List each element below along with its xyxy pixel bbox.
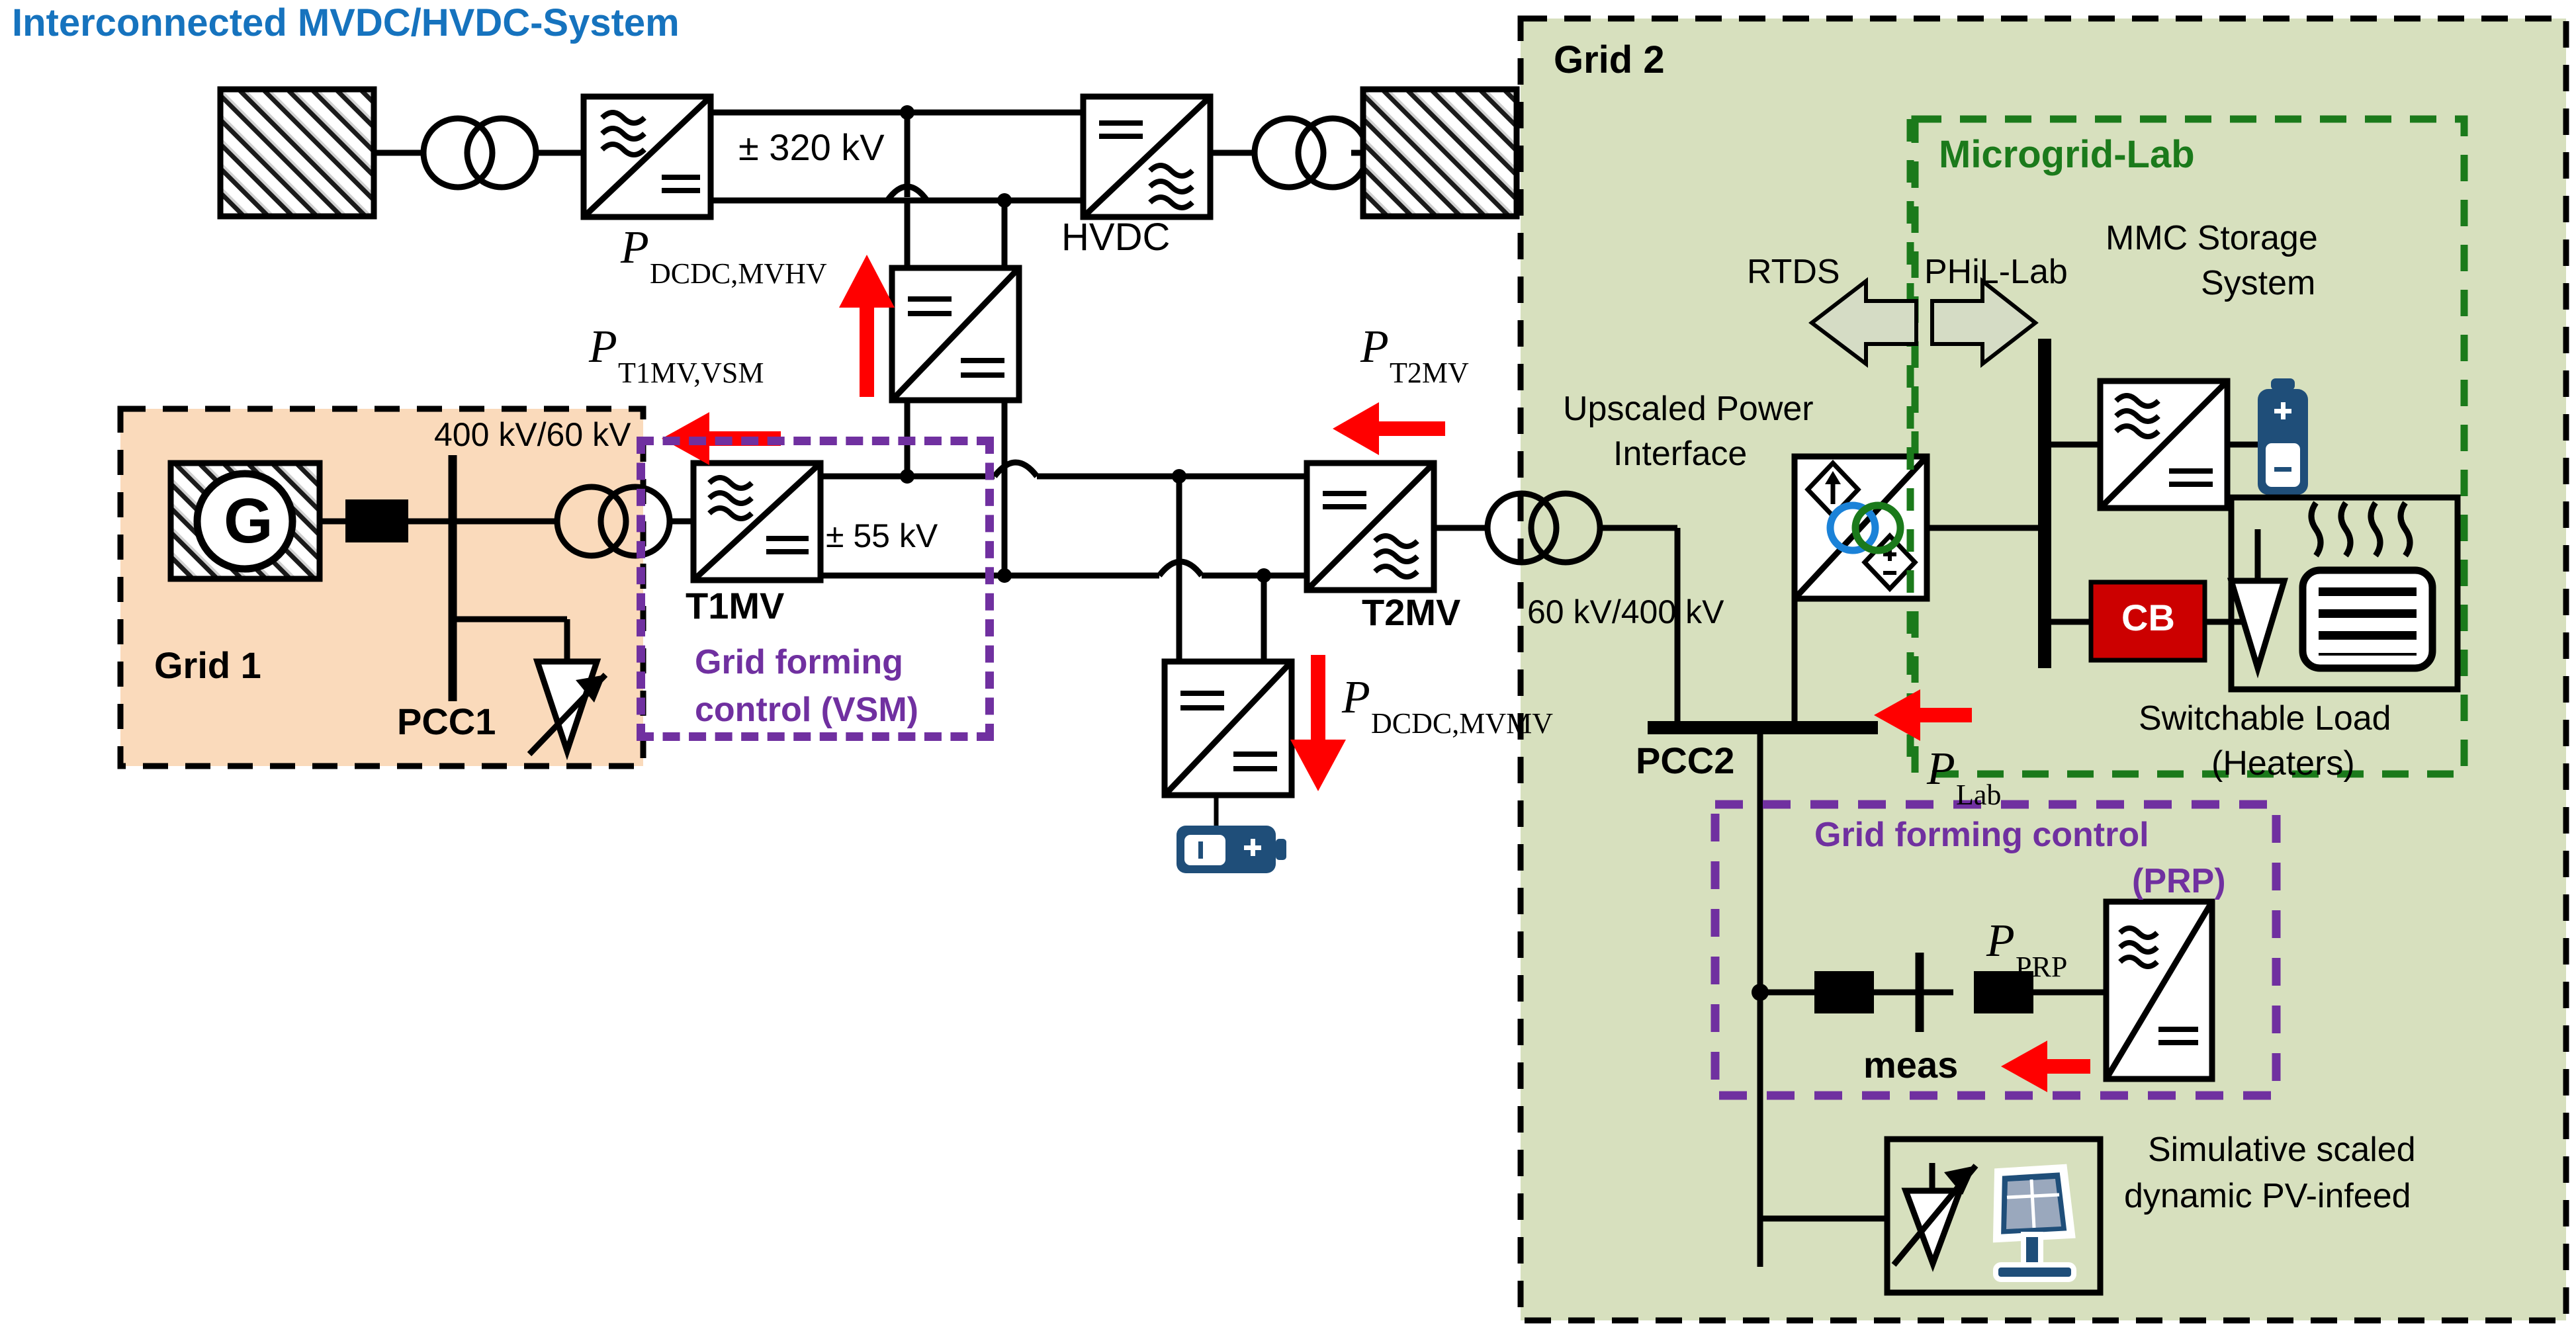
generator-icon: G [224,486,273,556]
p-t2mv-subscript: T2MV [1390,357,1469,389]
meas-label: meas [1863,1044,1959,1086]
prp-impedance-1 [1814,971,1874,1013]
pv-infeed-label-line1: Simulative scaled [2148,1131,2416,1169]
upi-coupling-circle-green [1851,501,1904,554]
phil-lab-label: PHiL-Lab [1924,253,2068,291]
switchable-load-label-line2: (Heaters) [2211,744,2355,783]
battery-icon-mvdc [1177,826,1286,873]
transformer-t2-grid2 [1484,490,1560,566]
microgrid-lab-label: Microgrid-Lab [1939,133,2195,176]
hvdc-voltage-label: ± 320 kV [738,126,885,168]
upscaled-power-label-line2: Interface [1613,435,1748,473]
transformer-t1-grid1 [554,484,629,559]
rtds-block-arrow-left [1808,277,1918,368]
pv-panel-icon [1992,1164,2076,1282]
p-t2mv-symbol: P [1360,322,1389,372]
switchable-load-box [2228,494,2461,693]
p-t1mv-vsm-subscript: T1MV,VSM [618,357,764,389]
upi-coupling-circle-blue [1826,501,1879,554]
heater-icon [2299,501,2436,672]
phil-block-arrow-right [1930,277,2039,368]
t1mv-label: T1MV [686,585,785,626]
p-lab-subscript: Lab [1956,779,2002,811]
rtds-label: RTDS [1747,253,1840,291]
mmc-storage-label-line1: MMC Storage [2106,219,2318,257]
prp-impedance-2 [1974,971,2033,1013]
p-prp-symbol: P [1986,916,2015,966]
grid2-label: Grid 2 [1554,38,1665,81]
vsm-control-label-line1: Grid forming [695,643,903,681]
p-dcdc-mvmv-symbol: P [1342,672,1370,723]
p-dcdc-mvmv-subscript: DCDC,MVMV [1371,707,1554,740]
p-dcdc-mvhv-subscript: DCDC,MVHV [650,257,827,290]
prp-control-label-line2: (PRP) [2132,862,2226,900]
circuit-breaker-block [2088,580,2207,663]
transformer-hv-right [1251,115,1327,191]
grid-source-block-right [1360,86,1520,220]
load-arrow-icon [2227,578,2289,679]
pv-infeed-box [1884,1136,2104,1296]
mvdc-voltage-label: ± 55 kV [826,517,938,554]
prp-control-label-line1: Grid forming control [1814,816,2149,854]
hvdc-label: HVDC [1061,216,1171,259]
grid1-label: Grid 1 [154,644,261,686]
p-prp-subscript: PRP [2016,951,2068,983]
microgrid-lab-region [1911,115,2468,778]
transformer-ratio-grid1: 400 kV/60 kV [434,416,631,453]
switchable-load-label-line1: Switchable Load [2139,699,2391,738]
grid1-impedance [345,499,408,542]
page-title: Interconnected MVDC/HVDC-System [12,1,680,44]
cb-label: CB [2121,597,2175,638]
battery-icon-mmc [2258,378,2308,495]
pcc1-label: PCC1 [397,701,496,742]
vsm-control-label-line2: control (VSM) [695,691,918,729]
p-t1mv-vsm-symbol: P [589,322,617,372]
pcc2-label: PCC2 [1636,740,1735,781]
p-dcdc-mvhv-symbol: P [621,222,649,273]
wire-hop-1 [992,459,1040,478]
vsm-control-box [637,437,994,741]
t2mv-label: T2MV [1362,591,1461,633]
pv-source-arrow-icon [1901,1187,1965,1272]
p-lab-symbol: P [1927,744,1955,794]
upscaled-power-label-line1: Upscaled Power [1563,390,1814,428]
pv-infeed-label-line2: dynamic PV-infeed [2124,1177,2411,1215]
grid-source-block-left [217,86,377,220]
mmc-storage-label-line2: System [2201,264,2316,302]
transformer-ratio-grid2: 60 kV/400 kV [1527,593,1724,630]
transformer-hv-left [420,115,496,191]
